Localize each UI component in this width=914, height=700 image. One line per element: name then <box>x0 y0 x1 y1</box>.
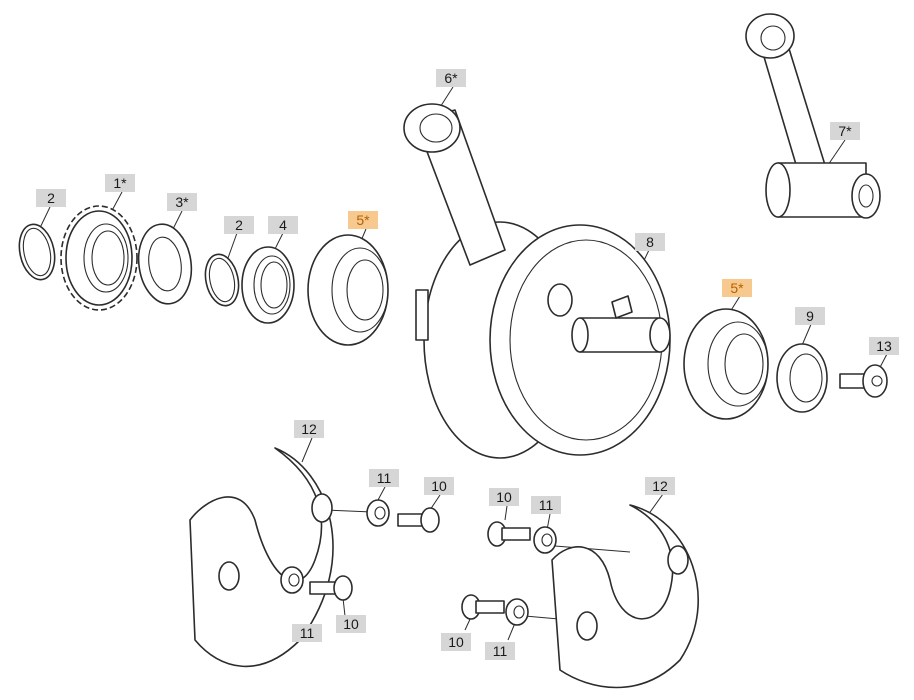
screw-10c <box>309 575 353 601</box>
connecting-rod-7 <box>745 13 881 219</box>
callout-8[interactable]: 8 <box>635 233 665 251</box>
bearing-5b <box>683 308 769 420</box>
callout-13[interactable]: 13 <box>869 337 899 355</box>
callout-3[interactable]: 3* <box>167 193 197 211</box>
callout-9[interactable]: 9 <box>795 307 825 325</box>
counterweight-12b <box>551 504 699 689</box>
screw-10b <box>487 521 531 547</box>
callout-10c[interactable]: 10 <box>336 615 366 633</box>
callout-2a[interactable]: 2 <box>36 189 66 207</box>
crankshaft-6 <box>403 103 671 459</box>
bushing-11a <box>366 499 390 527</box>
bushing-11d <box>505 598 529 626</box>
gear-1 <box>60 205 138 311</box>
bushing-11b <box>533 526 557 554</box>
bearing-5a <box>307 234 389 346</box>
callout-6[interactable]: 6* <box>436 69 466 87</box>
counterweight-12a <box>189 447 334 668</box>
leader-lines <box>37 86 888 641</box>
callout-11a[interactable]: 11 <box>369 469 399 487</box>
circlip-2a <box>18 223 56 281</box>
callout-7[interactable]: 7* <box>830 122 860 140</box>
callout-5a[interactable]: 5* <box>348 211 378 229</box>
bolt-13 <box>839 364 888 398</box>
callout-5b[interactable]: 5* <box>722 279 752 297</box>
callout-10d[interactable]: 10 <box>441 633 471 651</box>
screw-10a <box>397 507 440 533</box>
callout-12b[interactable]: 12 <box>645 477 675 495</box>
seal-9 <box>776 343 828 413</box>
callout-10b[interactable]: 10 <box>489 488 519 506</box>
callout-10a[interactable]: 10 <box>424 477 454 495</box>
washer-3 <box>137 223 193 305</box>
bushing-11c <box>280 566 304 594</box>
circlip-2b <box>204 253 240 307</box>
screw-10d <box>461 594 505 620</box>
callout-2b[interactable]: 2 <box>224 216 254 234</box>
callout-11d[interactable]: 11 <box>485 642 515 660</box>
callout-4[interactable]: 4 <box>268 216 298 234</box>
callout-1[interactable]: 1* <box>105 174 135 192</box>
callout-12a[interactable]: 12 <box>294 420 324 438</box>
callout-11b[interactable]: 11 <box>531 496 561 514</box>
oil-seal-4 <box>241 246 295 324</box>
callout-11c[interactable]: 11 <box>292 624 322 642</box>
